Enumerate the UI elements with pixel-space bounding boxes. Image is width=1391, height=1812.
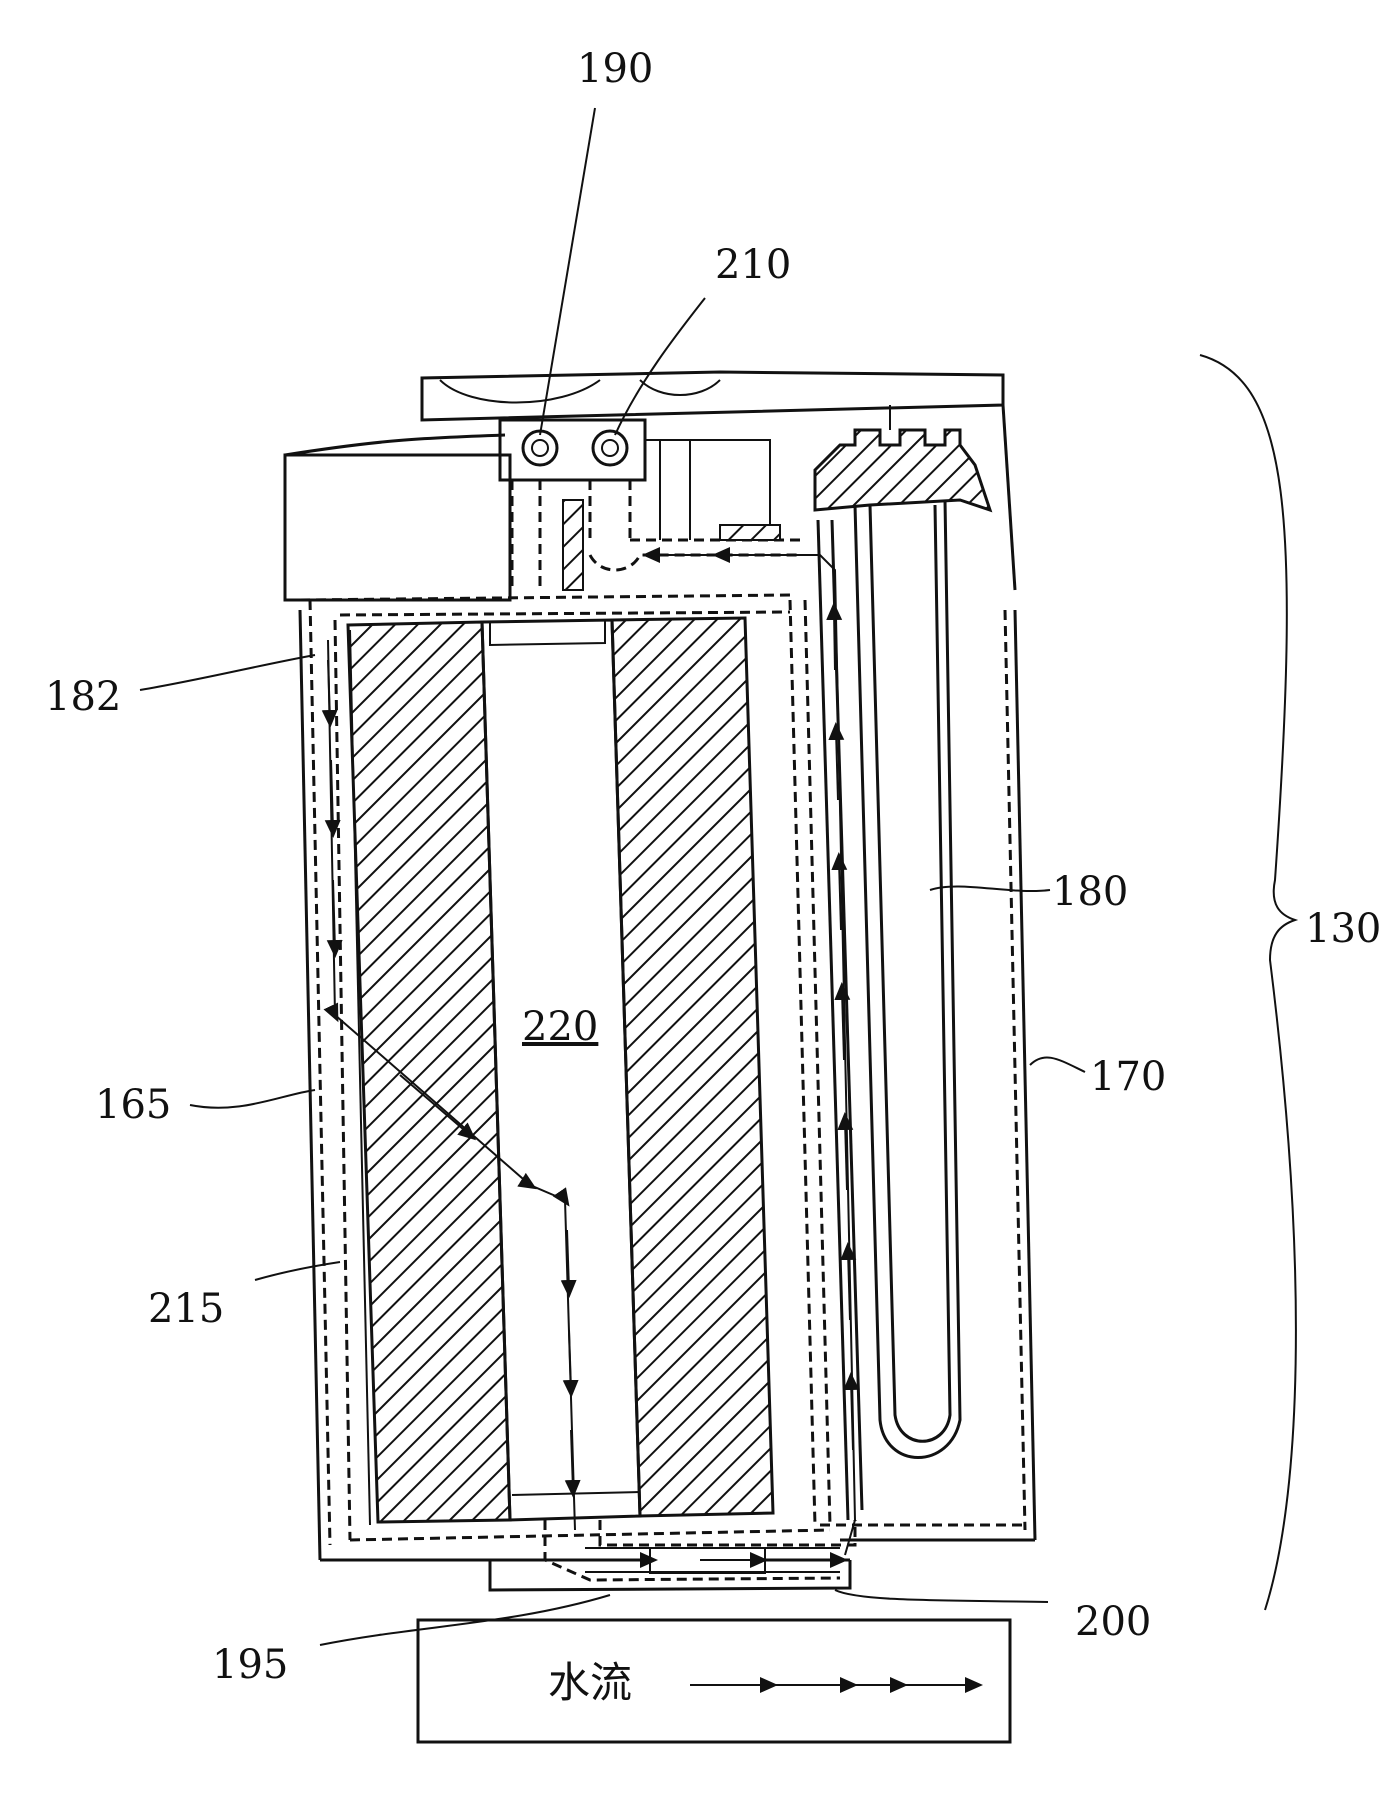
flow-path (321, 547, 860, 1568)
label-190: 190 (577, 46, 653, 92)
label-215: 215 (148, 1286, 224, 1332)
central-core-220 (480, 618, 642, 1522)
legend-box (416, 1618, 1012, 1744)
valve-210 (591, 429, 629, 467)
top-cap (283, 370, 1017, 602)
label-180: 180 (1052, 869, 1128, 915)
inlet-channel (510, 480, 800, 591)
flow-legend: 水流 (416, 1618, 1012, 1744)
legend-text: 水流 (548, 1658, 632, 1707)
part-labels: 190 210 182 180 130 220 165 170 215 195 … (45, 46, 1381, 1688)
label-210: 210 (715, 242, 791, 288)
valve-190 (521, 429, 559, 467)
filter-media (346, 616, 775, 1524)
label-195: 195 (212, 1642, 288, 1688)
label-130: 130 (1305, 906, 1381, 952)
label-200: 200 (1075, 1599, 1151, 1645)
heater-tube-180 (813, 405, 993, 1521)
leader-lines (139, 107, 1299, 1646)
inner-shell (333, 599, 832, 1542)
label-182: 182 (45, 674, 121, 720)
label-165: 165 (95, 1082, 171, 1128)
label-170: 170 (1090, 1054, 1166, 1100)
label-220: 220 (522, 1004, 598, 1050)
